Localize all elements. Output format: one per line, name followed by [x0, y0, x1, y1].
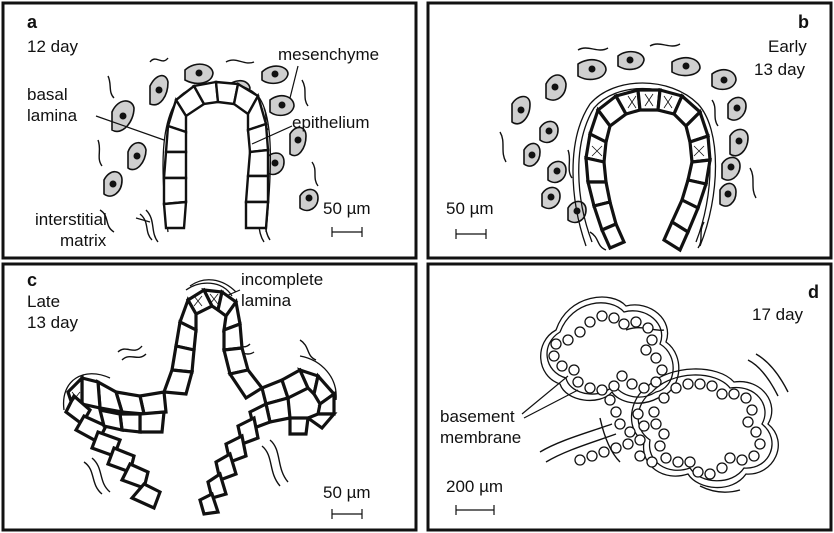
- leader-basement-2: [524, 390, 578, 418]
- panel-b-tag: b: [798, 12, 809, 32]
- label-lamina: lamina: [27, 106, 78, 125]
- duct-cells: [575, 395, 657, 467]
- panel-a-scale-bar: [332, 227, 362, 237]
- panel-c-scale-label: 50 µm: [323, 483, 371, 502]
- acinus-upper-cells: [549, 311, 667, 395]
- label-incomplete: incomplete: [241, 270, 323, 289]
- panel-d-stage: 17 day: [752, 305, 804, 324]
- panel-d-scale-bar: [456, 505, 494, 515]
- label-membrane: membrane: [440, 428, 521, 447]
- panel-c-stage-line2: 13 day: [27, 313, 79, 332]
- panel-c-scale-bar: [332, 509, 362, 519]
- label-epithelium: epithelium: [292, 113, 370, 132]
- panel-c-tag: c: [27, 270, 37, 290]
- epithelium-c-right: [200, 370, 334, 514]
- panel-c: c Late 13 day incomplete lamina: [3, 264, 416, 530]
- leader-interstitial: [136, 218, 150, 222]
- panel-c-stage-line1: Late: [27, 292, 60, 311]
- panel-b-stage-line2: 13 day: [754, 60, 806, 79]
- panel-a-tag: a: [27, 12, 38, 32]
- panel-d: d 17 day: [428, 264, 831, 530]
- label-interstitial: interstitial: [35, 210, 107, 229]
- panel-d-tag: d: [808, 282, 819, 302]
- panel-a-stage: 12 day: [27, 37, 79, 56]
- panel-a: a 12 day: [3, 3, 416, 258]
- panel-b: b Early 13 day: [428, 3, 831, 258]
- label-basement: basement: [440, 407, 515, 426]
- label-incomplete-lamina: lamina: [241, 291, 292, 310]
- panel-b-scale-label: 50 µm: [446, 199, 494, 218]
- leader-mesenchyme: [290, 66, 298, 98]
- label-mesenchyme: mesenchyme: [278, 45, 379, 64]
- label-matrix: matrix: [60, 231, 107, 250]
- epithelium-c-left: [66, 378, 166, 508]
- panel-b-scale-bar: [456, 229, 486, 239]
- leader-basement-1: [522, 376, 568, 414]
- epithelium-bud-b: [586, 90, 710, 250]
- panel-b-stage-line1: Early: [768, 37, 807, 56]
- acinus-lower-cells: [649, 379, 765, 479]
- panel-a-scale-label: 50 µm: [323, 199, 371, 218]
- label-basal: basal: [27, 85, 68, 104]
- panel-d-scale-label: 200 µm: [446, 477, 503, 496]
- epithelium-bud: [164, 82, 268, 228]
